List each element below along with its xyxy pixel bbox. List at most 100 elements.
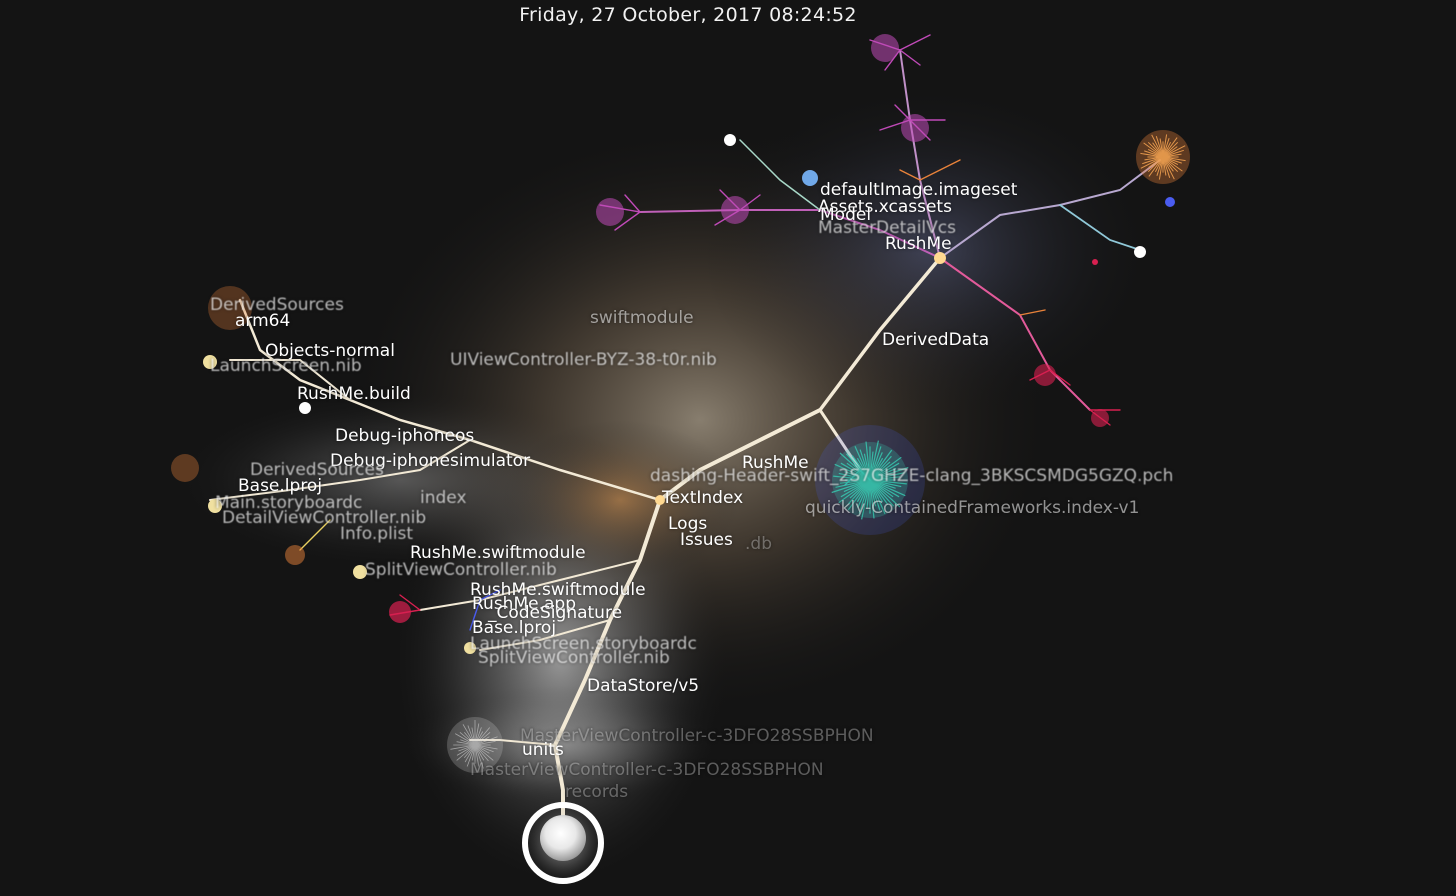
burst-ray [474, 736, 490, 746]
burst-ray [471, 744, 476, 761]
node-label-model: Model [820, 205, 872, 225]
node-label-rushme-swiftmodule-2: RushMe.swiftmodule [470, 580, 646, 600]
burst-ray [1156, 156, 1164, 176]
burst-ray [847, 479, 871, 511]
ambient-glow-layer [170, 80, 1160, 890]
burst-ray [1162, 141, 1179, 158]
node-label-nib-4: SplitViewController.nib [365, 560, 557, 580]
burst-ray [1162, 156, 1175, 180]
burst-ray [474, 744, 498, 750]
node-label-units: units [522, 740, 564, 760]
node-label-nib-2: Main.storyboardc [215, 493, 363, 513]
burst-ray [1162, 137, 1178, 158]
node-label-db: .db [745, 534, 772, 554]
node-label-data-store: DataStore/v5 [587, 676, 700, 696]
node-label-default-image: defaultImage.imageset [820, 180, 1018, 200]
burst-ray [1143, 142, 1164, 158]
node-label-launch-screen: LaunchScreen.storyboardc [470, 634, 697, 654]
node-label-arm64: arm64 [235, 311, 291, 331]
burst-ray [869, 456, 902, 481]
burst-ray [869, 479, 907, 485]
burst-ray [865, 441, 871, 481]
burst-ray [869, 479, 886, 515]
leaf-clusters [171, 34, 1190, 773]
burst-ray [839, 452, 871, 481]
cluster-magenta [389, 34, 1109, 623]
burst-ray [845, 453, 871, 481]
node-label-debug-iphoneos: Debug-iphoneos [335, 426, 475, 446]
burst-ray [869, 479, 895, 507]
burst-ray [450, 744, 476, 750]
burst-ray [474, 744, 484, 769]
burst-ray [1148, 156, 1164, 177]
burst-ray [455, 733, 476, 746]
burst-ray [831, 479, 871, 494]
node-label-index: index [420, 488, 467, 508]
burst-ray [456, 744, 476, 761]
node-label-assets: Assets.xcassets [818, 197, 952, 217]
burst-ray [869, 446, 882, 481]
burst-ray [1162, 153, 1182, 158]
node-label-debug-iphonesimulator: Debug-iphonesimulator [330, 451, 531, 471]
node-label-quickly-index: quickly-ContainedFrameworks.index-v1 [805, 498, 1140, 518]
burst-ray [1162, 156, 1186, 162]
burst-ray [833, 475, 871, 481]
node-label-rushme-top: RushMe [885, 234, 952, 254]
burst-ray [1162, 156, 1182, 164]
burst-ray [869, 479, 901, 508]
cluster-blue-teal [815, 425, 925, 535]
burst-ray [869, 449, 893, 481]
cluster-orange-top-right [1136, 130, 1190, 184]
burst-ray [869, 479, 906, 497]
node-label-vc: MasterViewController-c-3DFO28SSBPHON [520, 726, 874, 746]
burst-ray [474, 723, 480, 746]
burst-ray [1155, 136, 1164, 158]
node-label-rushme-swiftmodule-1: RushMe.swiftmodule [410, 543, 586, 563]
burst-ray [474, 744, 485, 761]
burst-ray [474, 741, 496, 746]
burst-ray [1162, 138, 1170, 158]
burst-ray [861, 479, 871, 520]
burst-ray [838, 479, 871, 504]
timestamp-label: Friday, 27 October, 2017 08:24:52 [519, 4, 857, 26]
node-label-master-detail: MasterDetailVcs [818, 218, 956, 238]
node-label-swiftmodule-file: swiftmodule [590, 308, 694, 328]
root-node[interactable] [519, 799, 607, 887]
burst-ray [1158, 156, 1164, 180]
node-label-rushme-mid: RushMe [742, 453, 809, 473]
node-label-base-lproj-left: Base.lproj [238, 476, 323, 496]
burst-ray [467, 725, 476, 746]
burst-ray [463, 732, 476, 746]
node-label-nib-5: UIViewController-BYZ-38-t0r.nib [450, 350, 717, 370]
burst-ray [1151, 134, 1164, 158]
node-label-nib-1: LaunchScreen.nib [210, 356, 362, 376]
burst-ray [474, 744, 480, 767]
burst-ray [474, 727, 491, 746]
burst-ray [1162, 149, 1184, 158]
burst-ray [1162, 156, 1171, 178]
burst-ray [1140, 152, 1164, 158]
node-label-derived-sources: DerivedSources [210, 295, 344, 315]
cluster-units [447, 717, 503, 773]
burst-ray [463, 744, 476, 758]
burst-ray [1162, 145, 1186, 158]
burst-ray [1147, 156, 1164, 173]
burst-ray [464, 744, 476, 763]
burst-ray [1142, 156, 1164, 165]
burst-ray [1162, 156, 1179, 173]
node-label-logs: Logs [668, 514, 708, 534]
burst-ray [474, 727, 482, 746]
burst-ray [459, 731, 476, 746]
burst-ray [474, 731, 491, 746]
burst-ray [869, 466, 909, 481]
burst-ray [474, 744, 489, 762]
main-branches [209, 49, 1161, 837]
burst-ray [834, 463, 871, 481]
cluster-left-orange [171, 286, 305, 565]
node-label-derived-sources-2: DerivedSources [250, 460, 384, 480]
node-label-rushme-app: RushMe.app [472, 594, 576, 614]
node-label-units-hash: MasterViewController-c-3DFO28SSBPHON [470, 760, 824, 780]
burst-ray [854, 445, 871, 481]
